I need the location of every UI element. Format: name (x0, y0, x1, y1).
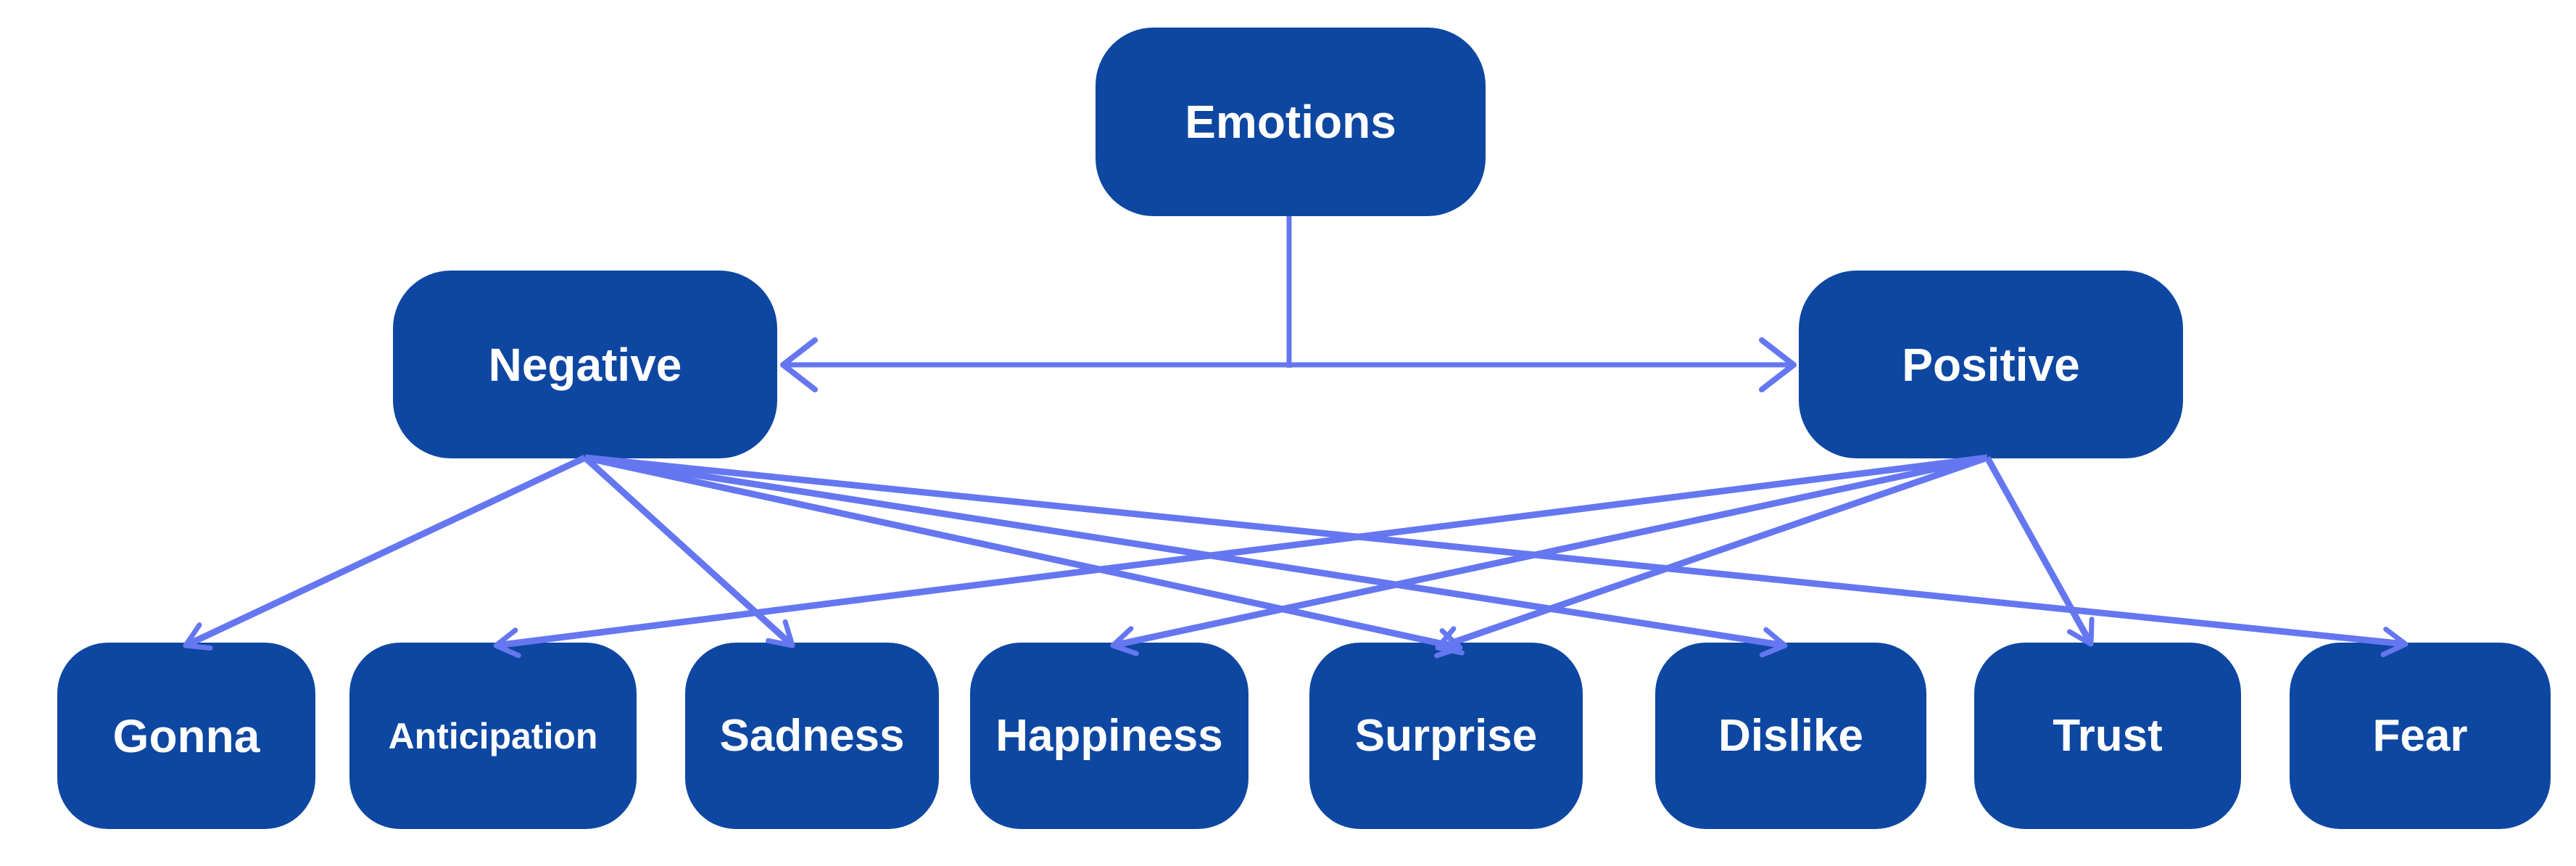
node-positive[interactable]: Positive (1799, 271, 2183, 458)
node-label: Happiness (995, 710, 1223, 761)
edge-negative-to-gonna (183, 454, 587, 651)
edge-positive-to-surprise (1435, 454, 1989, 656)
node-anticipation[interactable]: Anticipation (349, 643, 637, 829)
node-label: Sadness (719, 710, 905, 761)
node-label: Emotions (1185, 96, 1396, 148)
arrowhead-into-negative (780, 337, 818, 392)
edge-negative-to-sadness (582, 455, 795, 648)
node-label: Anticipation (388, 715, 598, 756)
node-negative[interactable]: Negative (393, 271, 777, 458)
node-fear[interactable]: Fear (2290, 643, 2551, 829)
arrowhead-into-positive (1759, 337, 1797, 392)
edge-positive-to-happiness (1110, 454, 1988, 656)
edge-negative-to-surprise (584, 454, 1463, 659)
node-label: Fear (2372, 710, 2468, 761)
edge-negative-to-fear (584, 454, 2409, 657)
node-dislike[interactable]: Dislike (1655, 643, 1926, 829)
node-label: Trust (2053, 710, 2163, 761)
node-label: Positive (1902, 338, 2080, 391)
node-label: Gonna (112, 709, 260, 762)
node-trust[interactable]: Trust (1974, 643, 2241, 829)
edge-positive-to-anticipation (493, 454, 1988, 659)
node-sadness[interactable]: Sadness (685, 643, 939, 829)
node-label: Negative (488, 338, 682, 391)
node-label: Dislike (1718, 710, 1863, 761)
node-surprise[interactable]: Surprise (1309, 643, 1583, 829)
node-happiness[interactable]: Happiness (970, 643, 1248, 829)
node-emotions[interactable]: Emotions (1096, 28, 1486, 216)
edge-positive-to-trust (1984, 455, 2095, 647)
edge-negative-to-dislike (584, 454, 1788, 658)
node-gonna[interactable]: Gonna (57, 643, 315, 829)
node-label: Surprise (1354, 710, 1538, 761)
